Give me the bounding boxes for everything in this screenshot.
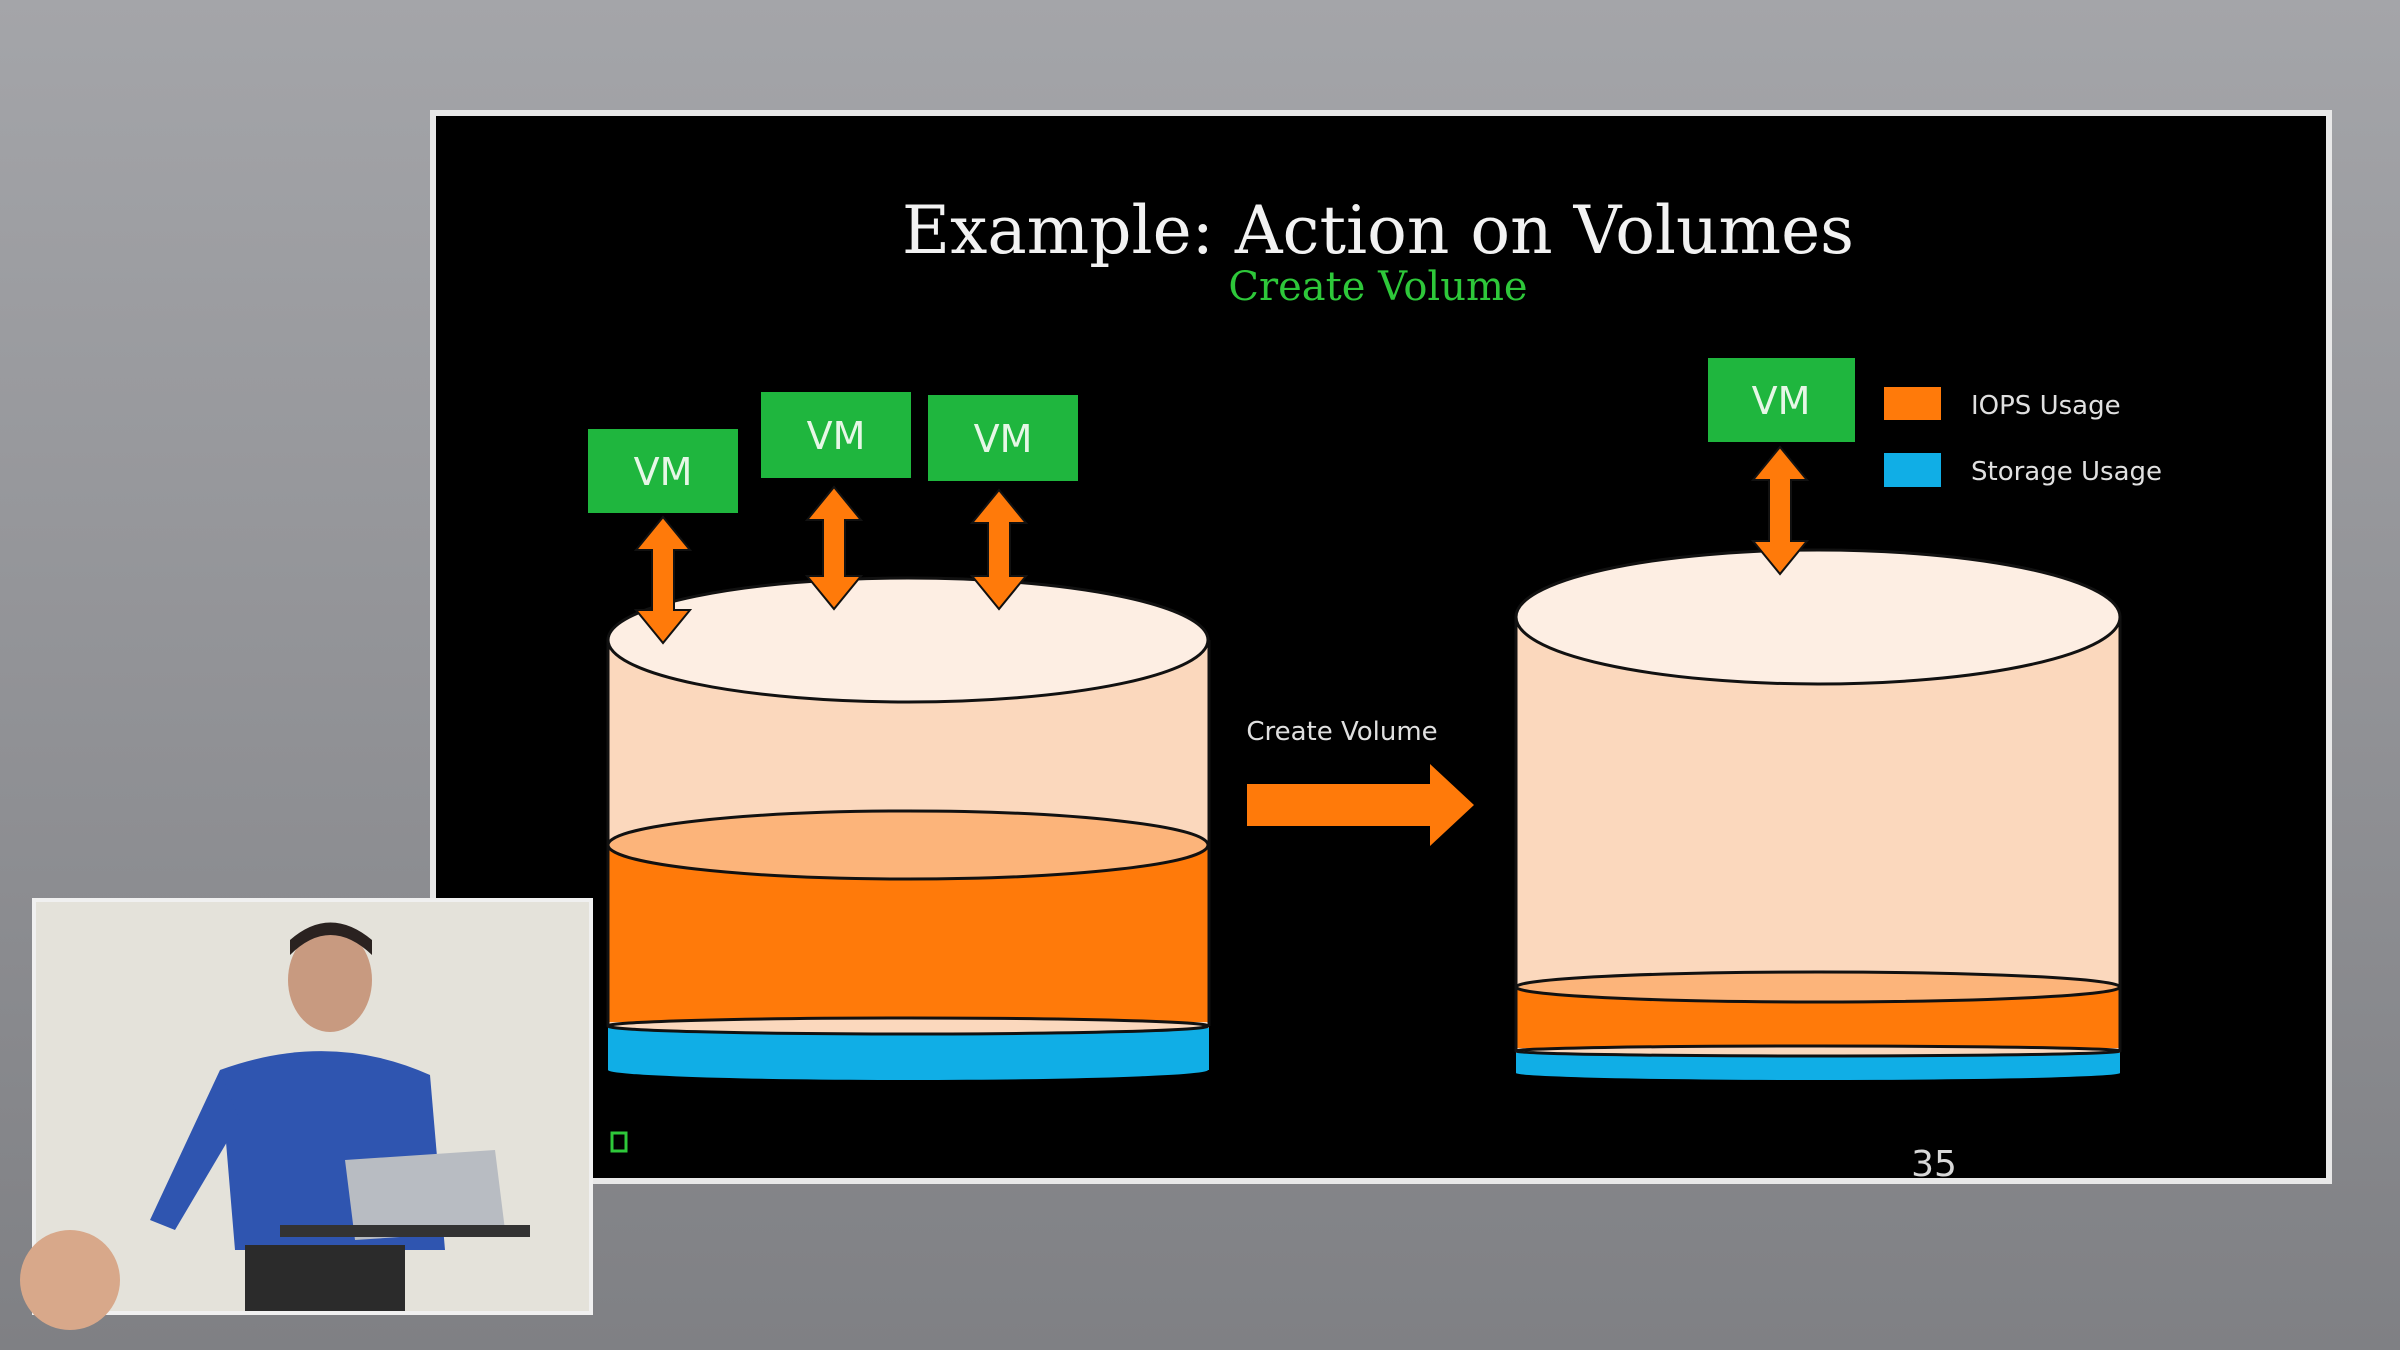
svg-text:VM: VM bbox=[807, 414, 866, 458]
slide-title: Example: Action on Volumes bbox=[902, 192, 1854, 269]
svg-text:VM: VM bbox=[974, 417, 1033, 461]
logo-mark-icon bbox=[610, 1131, 628, 1153]
speaker-head bbox=[288, 928, 372, 1032]
svg-text:VM: VM bbox=[1752, 379, 1811, 423]
legend-swatch-iops bbox=[1884, 387, 1941, 420]
legend-swatch-storage bbox=[1884, 453, 1941, 487]
vm-box: VM bbox=[928, 395, 1078, 481]
right-volume-cylinder bbox=[1514, 548, 2122, 1080]
double-arrow-icon bbox=[804, 485, 864, 611]
svg-text:VM: VM bbox=[634, 450, 693, 494]
laptop bbox=[345, 1150, 505, 1240]
create-volume-label: Create Volume bbox=[1246, 717, 1437, 747]
double-arrow-icon bbox=[633, 515, 693, 645]
legend: IOPS Usage Storage Usage bbox=[1884, 387, 2162, 487]
page-number: 35 bbox=[1911, 1144, 1957, 1185]
vm-box: VM bbox=[1708, 358, 1855, 442]
vm-box: VM bbox=[588, 429, 738, 513]
right-arrow-icon bbox=[1247, 764, 1474, 846]
legend-label-storage: Storage Usage bbox=[1971, 457, 2162, 487]
left-volume-cylinder bbox=[606, 576, 1211, 1080]
slide-subtitle: Create Volume bbox=[1228, 264, 1527, 310]
double-arrow-icon bbox=[969, 488, 1029, 611]
slide: Example: Action on Volumes Create Volume bbox=[430, 110, 2332, 1185]
vm-box: VM bbox=[761, 392, 911, 478]
double-arrow-icon bbox=[1750, 445, 1810, 576]
legend-label-iops: IOPS Usage bbox=[1971, 391, 2121, 421]
speaker-webcam-inset bbox=[20, 898, 593, 1330]
